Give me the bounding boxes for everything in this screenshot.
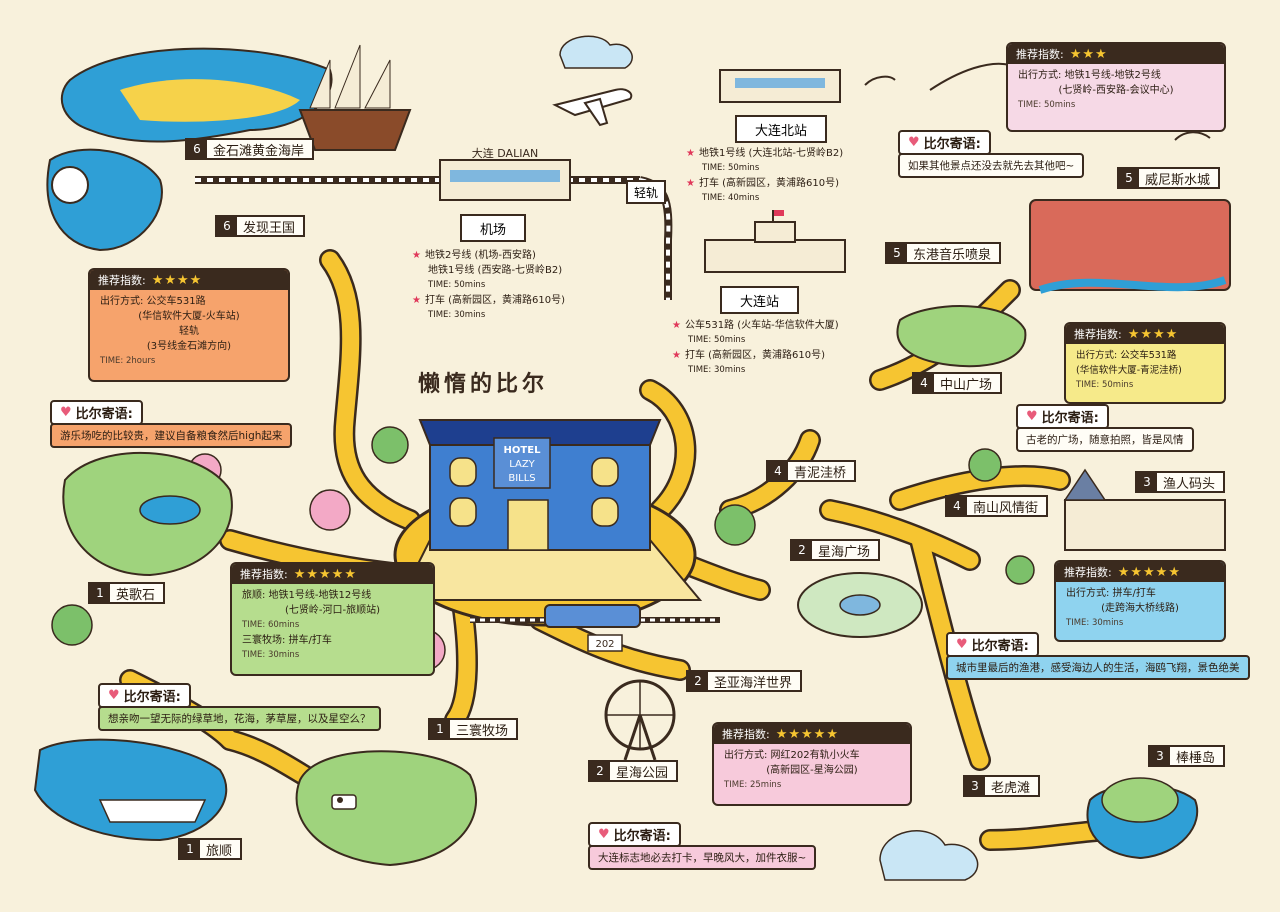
- hotel-icon: HOTEL LAZY BILLS: [418, 419, 662, 551]
- card-lushun: 推荐指数:★★★★★ 旅顺: 地铁1号线-地铁12号线 (七贤岭-河口-旅顺站)…: [230, 562, 435, 676]
- note-zhongshan: ♥比尔寄语: 古老的广场，随意拍照，皆是风情: [1016, 404, 1194, 452]
- svg-text:HOTEL: HOTEL: [504, 445, 542, 456]
- light-rail-label: 轻轨: [626, 180, 667, 204]
- card-xinghai-park: 推荐指数:★★★★★ 出行方式: 网红202有轨小火车 (高新园区-星海公园) …: [712, 722, 912, 806]
- note-laohutan: ♥比尔寄语: 城市里最后的渔港，感受海边人的生活，海鸥飞翔，景色绝美: [946, 632, 1250, 680]
- card-venice: 推荐指数:★★★ 出行方式: 地铁1号线-地铁2号线 (七贤岭-西安路-会议中心…: [1006, 42, 1226, 132]
- card-jinshitan: 推荐指数:★★★★ 出行方式: 公交车531路 (华信软件大厦-火车站) 轻轨 …: [88, 268, 290, 382]
- card-laohutan: 推荐指数:★★★★★ 出行方式: 拼车/打车 (走跨海大桥线路) TIME: 3…: [1054, 560, 1226, 642]
- svg-text:202: 202: [595, 639, 614, 650]
- north-station-label: 大连北站: [735, 115, 828, 143]
- fishermen-wharf: [1063, 468, 1226, 551]
- sanhuan-ranch: [295, 750, 477, 867]
- ship-icon: [298, 44, 412, 151]
- airport-routes: ★地铁2号线 (机场-西安路) 地铁1号线 (西安路-七贤岭B2) TIME: …: [412, 250, 566, 320]
- venice-water-city: [1029, 199, 1231, 294]
- note-jinshitan: ♥比尔寄语: 游乐场吃的比较贵，建议自备粮食然后high起来: [50, 400, 293, 448]
- seagull-icon: [864, 62, 1211, 141]
- airport-label: 机场: [460, 214, 527, 242]
- note-venice: ♥比尔寄语: 如果其他景点还没去就先去其他吧~: [898, 130, 1085, 178]
- card-zhongshan: 推荐指数:★★★★ 出行方式: 公交车531路 (华信软件大厦-青泥洼桥) TI…: [1064, 322, 1226, 404]
- dalian-station-building: [704, 210, 846, 273]
- svg-text:大连 DALIAN: 大连 DALIAN: [472, 146, 538, 160]
- dalian-station-routes: ★公车531路 (火车站-华信软件大厦) TIME: 50mins ★打车 (高…: [672, 320, 839, 375]
- note-sanhuan: ♥比尔寄语: 想亲吻一望无际的绿草地，花海，茅草屋，以及星空么？: [98, 683, 381, 731]
- zhongshan-square: [896, 305, 1027, 368]
- svg-text:LAZY: LAZY: [509, 459, 535, 470]
- airport-building: 大连 DALIAN: [439, 146, 571, 201]
- ferris-wheel-icon: [604, 679, 676, 761]
- dalian-station-label: 大连站: [720, 286, 800, 314]
- north-station-building: [719, 69, 841, 103]
- cloud-icon: [559, 35, 979, 881]
- lushun-sea: [33, 738, 228, 842]
- note-xinghai-park: ♥比尔寄语: 大连标志地必去打卡，早晚风大，加件衣服~: [588, 822, 817, 870]
- airplane-icon: [552, 88, 633, 127]
- cow-icon: [331, 794, 357, 810]
- north-station-routes: ★地铁1号线 (大连北站-七贤岭B2) TIME: 50mins ★打车 (高新…: [686, 148, 844, 203]
- bus-icon: 202: [544, 604, 641, 652]
- svg-text:BILLS: BILLS: [508, 473, 535, 484]
- map-title: 懒惰的比尔: [418, 372, 549, 397]
